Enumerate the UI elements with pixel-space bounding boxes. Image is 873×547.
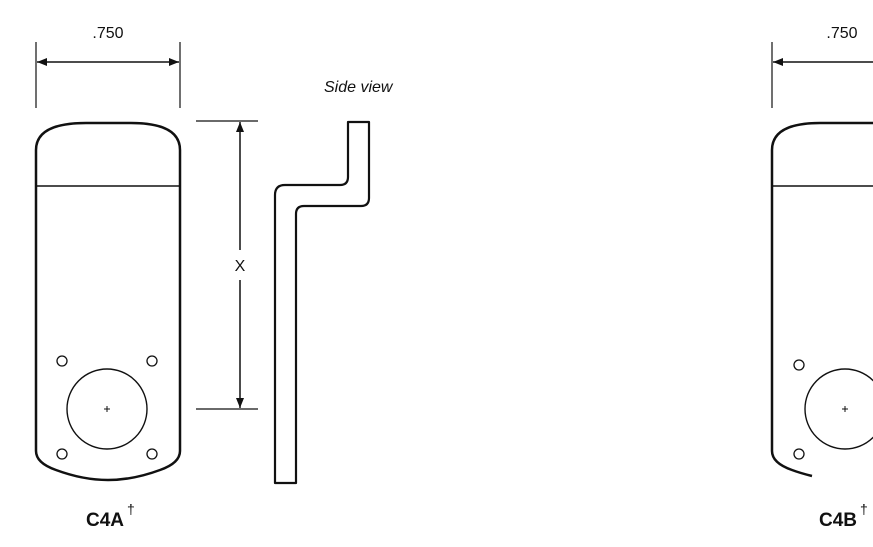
part-name: C4A — [86, 510, 124, 531]
width-dimension-left: .750 — [35, 25, 181, 108]
height-dimension-label: X — [235, 258, 246, 275]
width-dimension-label: .750 — [826, 25, 857, 42]
dagger-mark: † — [127, 501, 135, 517]
mounting-hole — [146, 448, 158, 460]
plate-c4b — [770, 121, 873, 478]
mounting-hole — [56, 355, 68, 367]
dagger-mark: † — [860, 501, 868, 517]
part-name: C4B — [819, 510, 857, 531]
plate-c4a — [34, 121, 182, 482]
center-hole — [804, 368, 873, 450]
mounting-hole — [146, 355, 158, 367]
mounting-hole — [793, 359, 805, 371]
part-label-c4b: C4B † — [819, 501, 868, 531]
width-dimension-label: .750 — [92, 25, 123, 42]
side-view-label: Side view — [324, 79, 394, 96]
height-dimension: X — [196, 120, 258, 410]
part-label-c4a: C4A † — [86, 501, 135, 531]
center-hole — [66, 368, 148, 450]
center-mark — [842, 406, 848, 412]
side-view-profile — [273, 120, 371, 485]
mounting-hole — [793, 448, 805, 460]
mounting-hole — [56, 448, 68, 460]
width-dimension-right: .750 — [771, 25, 873, 108]
center-mark — [104, 406, 110, 412]
